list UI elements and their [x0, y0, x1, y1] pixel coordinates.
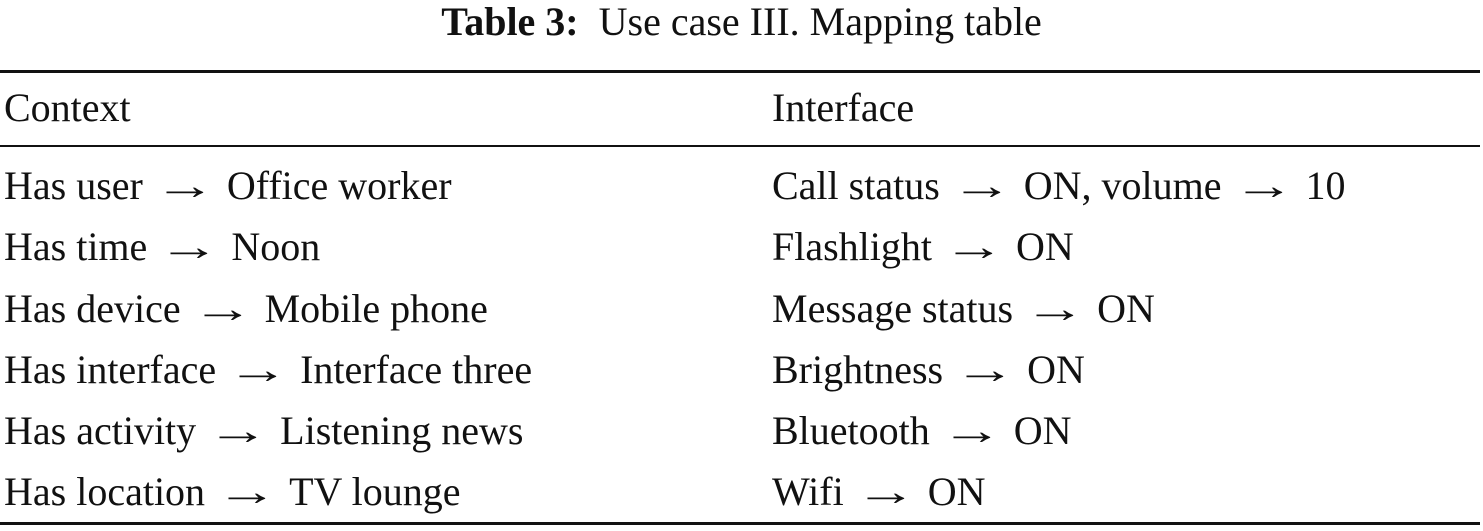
long-right-arrow-icon: →	[227, 347, 290, 392]
table-header-rule	[0, 145, 1480, 147]
table-bottom-rule	[0, 522, 1480, 525]
context-cell: Has device→Mobile phone	[4, 279, 488, 339]
header-interface: Interface	[772, 85, 915, 130]
long-right-arrow-icon: →	[216, 469, 279, 514]
caption-text: Use case III. Mapping table	[598, 0, 1042, 44]
table-row: Has time→Noon Flashlight→ON	[0, 217, 1483, 277]
long-right-arrow-icon: →	[191, 286, 254, 331]
interface-key: Message status	[772, 286, 1014, 331]
context-value: Office worker	[226, 163, 452, 208]
context-value: Mobile phone	[264, 286, 488, 331]
long-right-arrow-icon: →	[943, 224, 1006, 269]
interface-cell: Brightness→ON	[772, 340, 1085, 400]
context-key: Has interface	[4, 347, 217, 392]
long-right-arrow-icon: →	[207, 408, 270, 453]
caption-label: Table 3:	[441, 0, 579, 44]
interface-value: ON	[1016, 224, 1074, 269]
interface-value: ON	[1097, 286, 1155, 331]
context-key: Has location	[4, 469, 206, 514]
interface-cell: Bluetooth→ON	[772, 401, 1072, 461]
context-cell: Has activity→Listening news	[4, 401, 523, 461]
header-context: Context	[4, 85, 131, 130]
context-value: Listening news	[280, 408, 524, 453]
long-right-arrow-icon: →	[1024, 286, 1087, 331]
interface-cell: Flashlight→ON	[772, 217, 1074, 277]
context-value: Interface three	[300, 347, 533, 392]
long-right-arrow-icon: →	[158, 224, 221, 269]
long-right-arrow-icon: →	[153, 163, 216, 208]
context-cell: Has interface→Interface three	[4, 340, 532, 400]
table-row: Has user→Office worker Call status→ON, v…	[0, 156, 1483, 216]
table-row: Has activity→Listening news Bluetooth→ON	[0, 401, 1483, 461]
interface-key: Brightness	[772, 347, 944, 392]
interface-value: ON	[1013, 408, 1072, 453]
long-right-arrow-icon: →	[950, 163, 1013, 208]
context-key: Has device	[4, 286, 181, 331]
interface-key: Flashlight	[772, 224, 933, 269]
long-right-arrow-icon: →	[1232, 163, 1295, 208]
interface-cell: Call status→ON, volume→10	[772, 156, 1346, 216]
table-caption: Table 3: Use case III. Mapping table	[0, 0, 1483, 50]
table-header-row: Context Interface	[0, 78, 1483, 138]
interface-value: ON, volume	[1023, 163, 1222, 208]
interface-value: ON	[927, 469, 986, 514]
interface-key: Wifi	[772, 469, 844, 514]
context-value: Noon	[231, 224, 321, 269]
context-cell: Has location→TV lounge	[4, 462, 461, 522]
long-right-arrow-icon: →	[854, 469, 917, 514]
interface-cell: Message status→ON	[772, 279, 1155, 339]
context-key: Has user	[4, 163, 143, 208]
long-right-arrow-icon: →	[954, 347, 1017, 392]
interface-cell: Wifi→ON	[772, 462, 985, 522]
context-key: Has activity	[4, 408, 197, 453]
context-cell: Has user→Office worker	[4, 156, 452, 216]
context-cell: Has time→Noon	[4, 217, 320, 277]
interface-key: Call status	[772, 163, 940, 208]
context-key: Has time	[4, 224, 148, 269]
interface-value-2: 10	[1305, 163, 1346, 208]
table-row: Has interface→Interface three Brightness…	[0, 340, 1483, 400]
context-value: TV lounge	[289, 469, 461, 514]
interface-value: ON	[1027, 347, 1085, 392]
table-row: Has location→TV lounge Wifi→ON	[0, 462, 1483, 522]
interface-key: Bluetooth	[772, 408, 930, 453]
table-top-rule	[0, 70, 1480, 73]
table-row: Has device→Mobile phone Message status→O…	[0, 279, 1483, 339]
long-right-arrow-icon: →	[940, 408, 1003, 453]
